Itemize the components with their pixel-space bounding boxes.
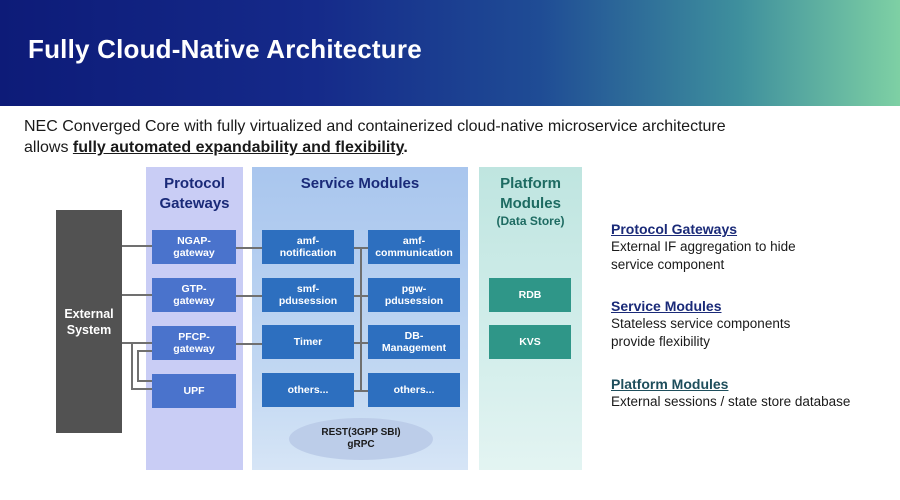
connector-pfcp — [122, 342, 152, 344]
external-system-label: External System — [64, 306, 114, 337]
platform-modules-panel — [479, 167, 582, 470]
legend-platform-modules: Platform Modules External sessions / sta… — [611, 375, 891, 411]
rest-grpc-bus: REST(3GPP SBI) gRPC — [289, 418, 433, 460]
legend-protocol-gateways: Protocol Gateways External IF aggregatio… — [611, 220, 891, 274]
service-bus-stub-3 — [354, 342, 368, 344]
db-management-box: DB-Management — [368, 325, 460, 359]
kvs-label: KVS — [519, 336, 541, 348]
others-left-box: others... — [262, 373, 354, 407]
service-bus-stub-1 — [354, 247, 368, 249]
protocol-gateways-panel — [146, 167, 243, 470]
external-system-box: External System — [56, 210, 122, 433]
amf-communication-box: amf-communication — [368, 230, 460, 264]
legend-platform-text-1: External sessions / state store database — [611, 394, 851, 409]
pgw-pdusession-box: pgw-pdusession — [368, 278, 460, 312]
service-bus-stub-2 — [354, 295, 368, 297]
connector-upf-outer — [131, 388, 152, 390]
service-bus-stub-4 — [354, 390, 368, 392]
amf-notification-box: amf-notification — [262, 230, 354, 264]
connector-pfcp-upf-inner — [137, 350, 139, 382]
gtp-gateway-label: GTP-gateway — [173, 283, 215, 307]
legend-service-text-2: provide flexibility — [611, 334, 711, 349]
db-management-label: DB-Management — [381, 330, 447, 354]
legend-service-modules: Service Modules Stateless service compon… — [611, 297, 891, 351]
platform-modules-subtitle: (Data Store) — [496, 214, 565, 228]
connector-ngap-service — [236, 247, 262, 249]
connector-pfcp-service — [236, 343, 262, 345]
pfcp-gateway-box: PFCP-gateway — [152, 326, 236, 360]
legend-protocol-text-1: External IF aggregation to hide — [611, 239, 796, 254]
others-right-box: others... — [368, 373, 460, 407]
connector-pfcp-upf-outer — [131, 342, 133, 390]
upf-box: UPF — [152, 374, 236, 408]
protocol-gateways-title: Protocol Gateways — [159, 175, 230, 212]
service-modules-title: Service Modules — [300, 175, 420, 192]
title-banner — [0, 0, 900, 106]
amf-notification-label: amf-notification — [279, 235, 337, 259]
platform-modules-title: Platform Modules — [500, 175, 561, 212]
ngap-gateway-label: NGAP-gateway — [173, 235, 215, 259]
legend-protocol-text-2: service component — [611, 257, 725, 272]
legend-service-text-1: Stateless service components — [611, 316, 791, 331]
legend-protocol-heading: Protocol Gateways — [611, 221, 738, 237]
service-bus-line — [360, 248, 362, 392]
ngap-gateway-box: NGAP-gateway — [152, 230, 236, 264]
grpc-label: gRPC — [347, 439, 375, 450]
rdb-box: RDB — [489, 278, 571, 312]
legend-service-heading: Service Modules — [611, 298, 722, 314]
pgw-pdusession-label: pgw-pdusession — [384, 283, 444, 307]
timer-box: Timer — [262, 325, 354, 359]
connector-upf-inner — [137, 380, 152, 382]
rest-label: REST(3GPP SBI) — [321, 427, 401, 438]
intro-emphasis: fully automated expandability and flexib… — [72, 139, 404, 156]
timer-label: Timer — [293, 336, 323, 348]
intro-line2-suffix: . — [403, 139, 408, 156]
pfcp-gateway-label: PFCP-gateway — [173, 331, 215, 355]
connector-pfcp-upf-inner-top — [137, 350, 152, 352]
intro-line1: NEC Converged Core with fully virtualize… — [24, 118, 726, 135]
kvs-box: KVS — [489, 325, 571, 359]
legend-platform-heading: Platform Modules — [611, 376, 729, 392]
rdb-label: RDB — [518, 289, 542, 301]
connector-gtp-service — [236, 295, 262, 297]
smf-pdusession-label: smf-pdusession — [278, 283, 338, 307]
connector-ngap — [122, 245, 152, 247]
intro-line2-prefix: allows — [24, 139, 73, 156]
page-title: Fully Cloud-Native Architecture — [28, 34, 422, 64]
smf-pdusession-box: smf-pdusession — [262, 278, 354, 312]
upf-label: UPF — [183, 385, 205, 397]
others-left-label: others... — [287, 384, 329, 396]
gtp-gateway-box: GTP-gateway — [152, 278, 236, 312]
intro-text: NEC Converged Core with fully virtualize… — [24, 116, 804, 158]
amf-communication-label: amf-communication — [375, 235, 453, 259]
connector-gtp — [122, 294, 152, 296]
others-right-label: others... — [393, 384, 435, 396]
